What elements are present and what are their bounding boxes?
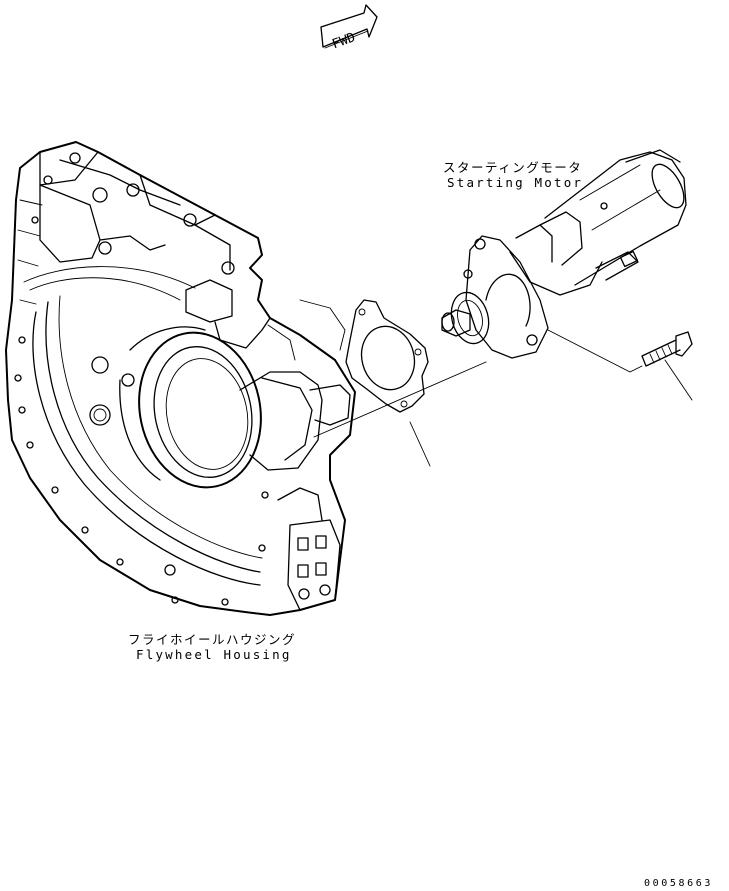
figure-number: 00058663 [644,878,713,889]
fwd-arrow-label: FWD [330,30,357,52]
leader-lines [313,329,693,467]
gasket-drawing [345,299,429,413]
bolt-drawing [641,331,693,367]
flywheel-housing-label-jp: フライホイールハウジング [128,632,297,647]
flywheel-housing-drawing [5,141,356,616]
starting-motor-drawing [441,149,687,359]
starting-motor-label-jp: スターティングモータ [443,160,583,175]
flywheel-housing-label-en: Flywheel Housing [136,647,292,662]
fwd-arrow-icon: FWD [320,4,378,52]
starting-motor-label-en: Starting Motor [447,175,584,190]
